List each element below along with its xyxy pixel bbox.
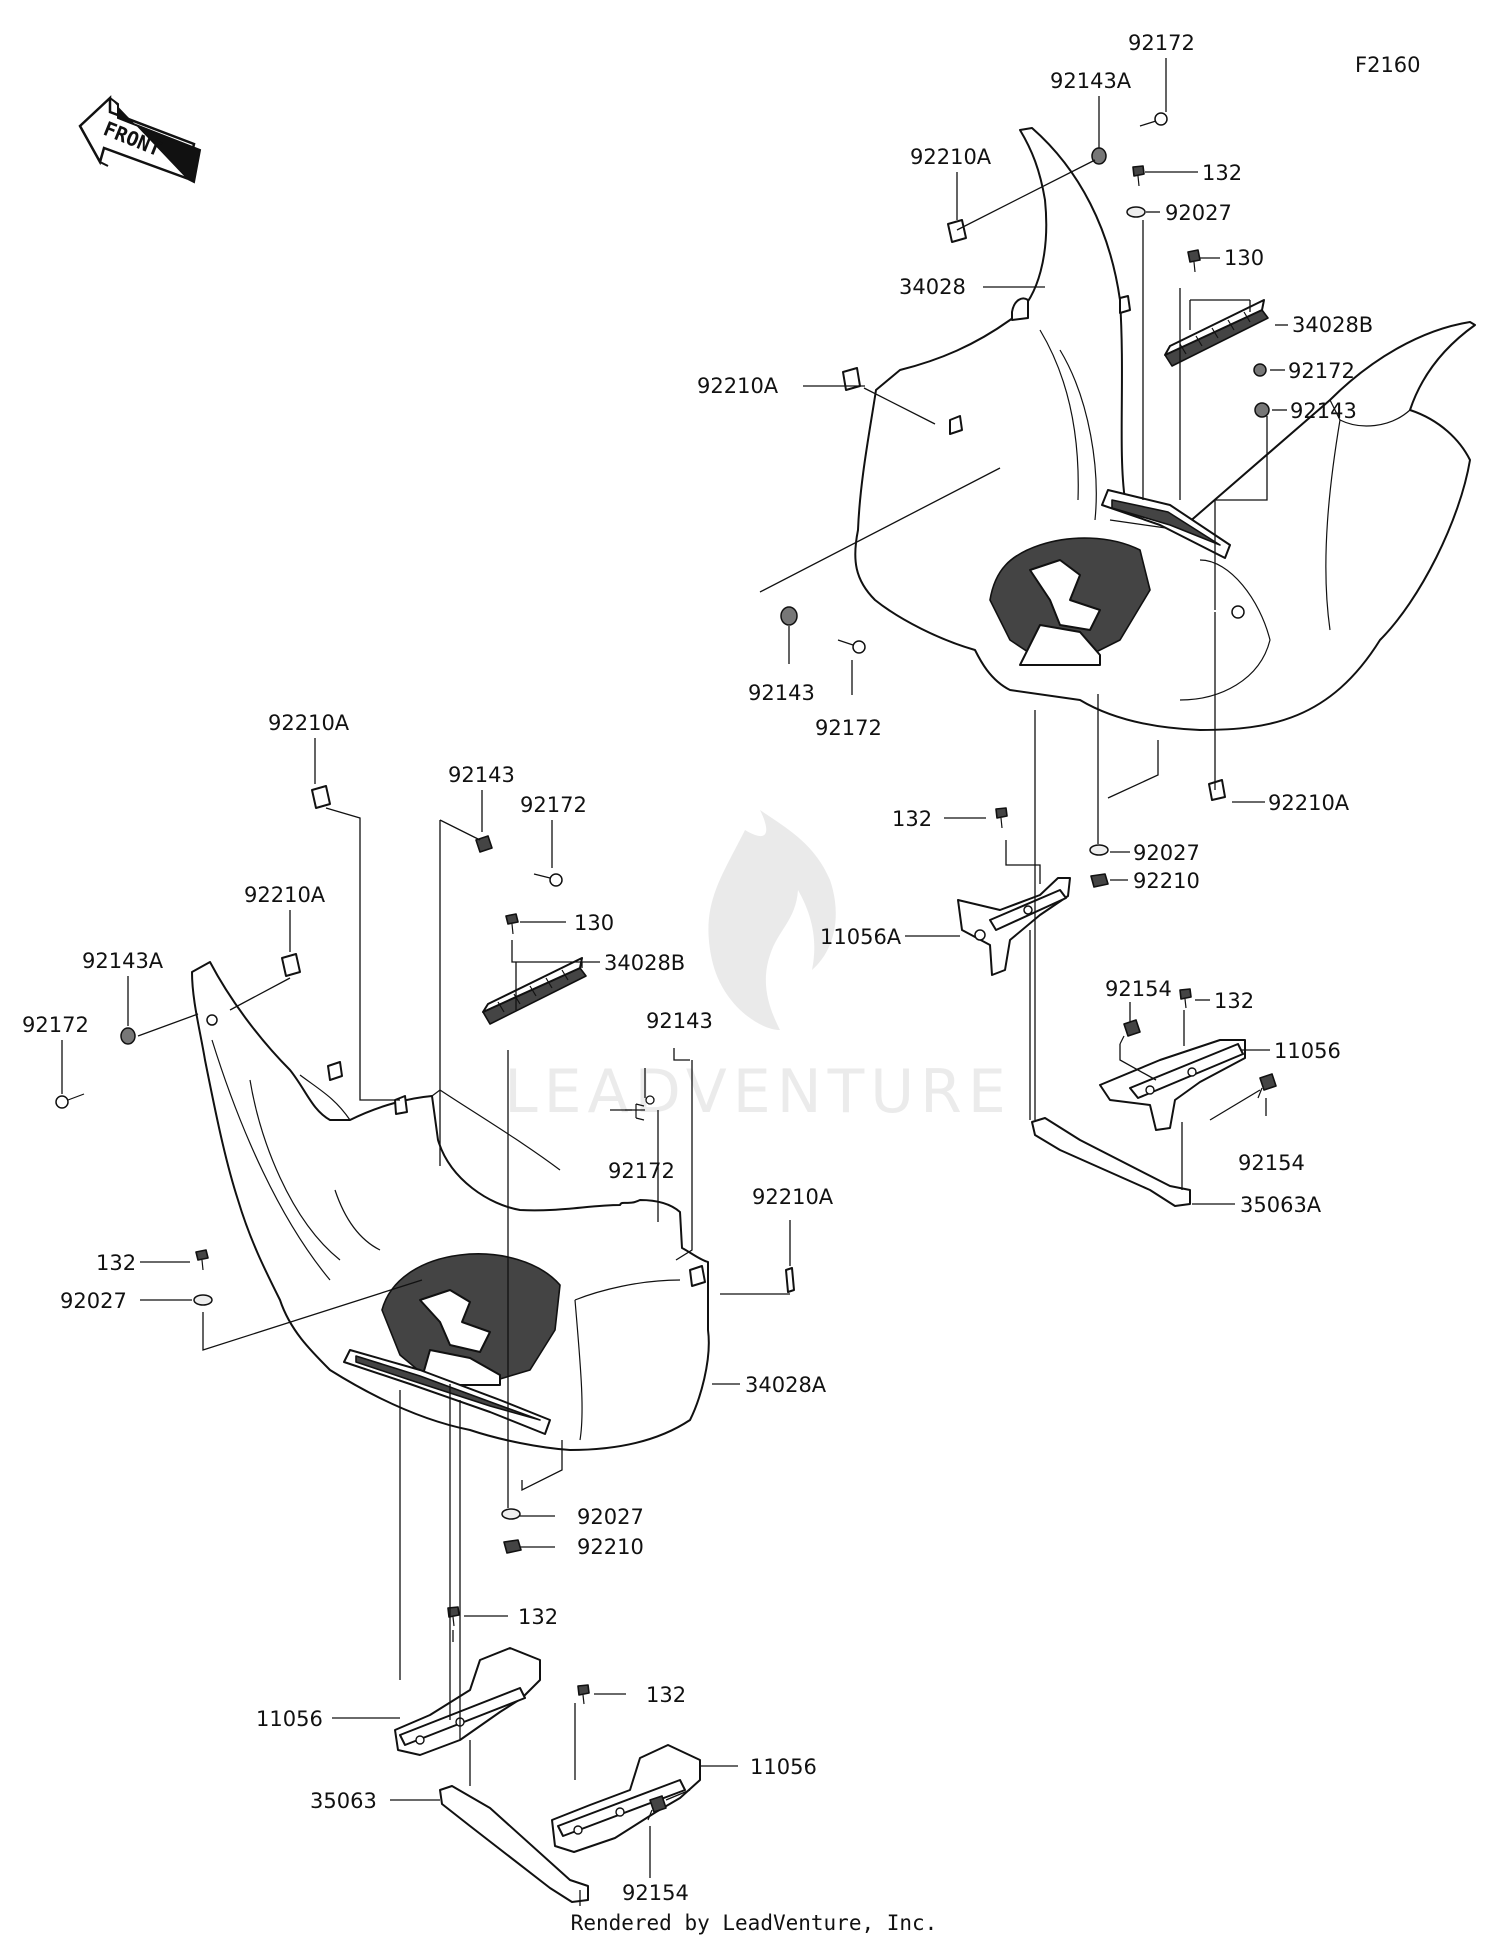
label-11056A: 11056A <box>820 925 902 949</box>
front-arrow-icon: FRONT <box>78 95 202 184</box>
label-92172: 92172 <box>815 716 882 740</box>
stay-35063 <box>439 1785 589 1903</box>
left-labels: 92210A 92143 92172 92210A 130 92143A 340… <box>22 711 834 1905</box>
step-pad-34028B-right <box>1164 299 1269 367</box>
label-92143: 92143 <box>646 1009 713 1033</box>
label-34028B: 34028B <box>604 951 685 975</box>
right-hardware <box>780 112 1277 1099</box>
left-footboard-34028A <box>191 961 710 1451</box>
label-92154: 92154 <box>1238 1151 1305 1175</box>
label-132: 132 <box>1214 989 1254 1013</box>
label-132: 132 <box>1202 161 1242 185</box>
right-labels: 92172 92143A 92210A 132 92027 130 34028 … <box>697 31 1373 1217</box>
stay-35063A <box>1031 1117 1191 1207</box>
label-92210: 92210 <box>577 1535 644 1559</box>
label-92210A: 92210A <box>752 1185 834 1209</box>
right-footboard-34028 <box>854 127 1476 731</box>
label-92143: 92143 <box>448 763 515 787</box>
label-11056: 11056 <box>256 1707 323 1731</box>
label-34028A: 34028A <box>745 1373 827 1397</box>
label-92143A: 92143A <box>1050 69 1132 93</box>
right-leaders <box>759 58 1288 1205</box>
footer-credit: Rendered by LeadVenture, Inc. <box>571 1911 938 1935</box>
step-pad-34028B-left <box>482 957 587 1025</box>
label-92143A: 92143A <box>82 949 164 973</box>
label-130: 130 <box>1224 246 1264 270</box>
label-35063A: 35063A <box>1240 1193 1322 1217</box>
label-34028: 34028 <box>899 275 966 299</box>
label-92172: 92172 <box>1128 31 1195 55</box>
left-leaders <box>61 738 791 1906</box>
label-92210A: 92210A <box>268 711 350 735</box>
watermark: LEADVENTURE <box>504 810 1012 1127</box>
bracket-11056-left-2 <box>551 1744 701 1853</box>
label-92172: 92172 <box>22 1013 89 1037</box>
label-92210: 92210 <box>1133 869 1200 893</box>
label-35063: 35063 <box>310 1789 377 1813</box>
label-132: 132 <box>892 807 932 831</box>
bracket-11056-left-1 <box>394 1647 541 1756</box>
label-92210A: 92210A <box>697 374 779 398</box>
label-92210A: 92210A <box>1268 791 1350 815</box>
label-92172: 92172 <box>1288 359 1355 383</box>
label-92027: 92027 <box>577 1505 644 1529</box>
label-92210A: 92210A <box>910 145 992 169</box>
label-132: 132 <box>646 1683 686 1707</box>
label-92210A: 92210A <box>244 883 326 907</box>
label-92143: 92143 <box>1290 399 1357 423</box>
label-92172: 92172 <box>608 1159 675 1183</box>
bracket-11056-right <box>1099 1039 1246 1131</box>
left-hardware <box>55 785 795 1821</box>
bracket-11056A <box>957 877 1071 976</box>
diagram-code: F2160 <box>1355 53 1421 77</box>
label-92027: 92027 <box>60 1289 127 1313</box>
watermark-text: LEADVENTURE <box>504 1057 1012 1127</box>
label-92027: 92027 <box>1165 201 1232 225</box>
label-92027: 92027 <box>1133 841 1200 865</box>
label-132: 132 <box>518 1605 558 1629</box>
label-92154: 92154 <box>622 1881 689 1905</box>
label-34028B: 34028B <box>1292 313 1373 337</box>
label-132: 132 <box>96 1251 136 1275</box>
label-92154: 92154 <box>1105 977 1172 1001</box>
label-11056: 11056 <box>750 1755 817 1779</box>
label-92143: 92143 <box>748 681 815 705</box>
label-11056: 11056 <box>1274 1039 1341 1063</box>
label-92172: 92172 <box>520 793 587 817</box>
label-130: 130 <box>574 911 614 935</box>
